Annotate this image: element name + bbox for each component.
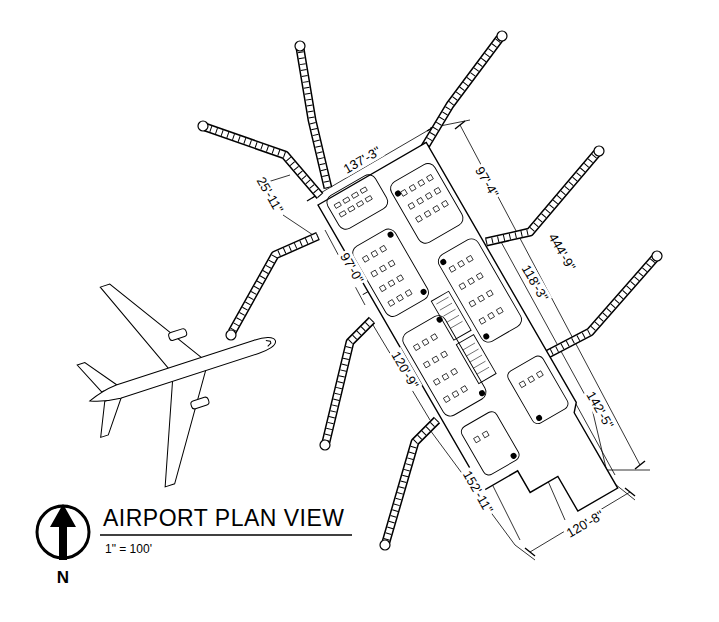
jet-bridges (198, 31, 662, 550)
dimension-label: 444'-9" (544, 229, 579, 275)
title-block (37, 504, 352, 560)
dimension-ticks (307, 121, 645, 556)
dimension-label: 97'-4" (471, 162, 503, 202)
terminal-building (312, 141, 624, 550)
drawing-title: AIRPORT PLAN VIEW (103, 505, 345, 532)
dimension-label: 120'-8" (562, 506, 608, 541)
scale-note: 1" = 100' (105, 542, 152, 556)
north-label: N (57, 568, 69, 588)
dimension-label: 25'-11" (253, 172, 288, 217)
airplane (56, 241, 307, 501)
dimension-label: 118'-3" (518, 260, 553, 305)
